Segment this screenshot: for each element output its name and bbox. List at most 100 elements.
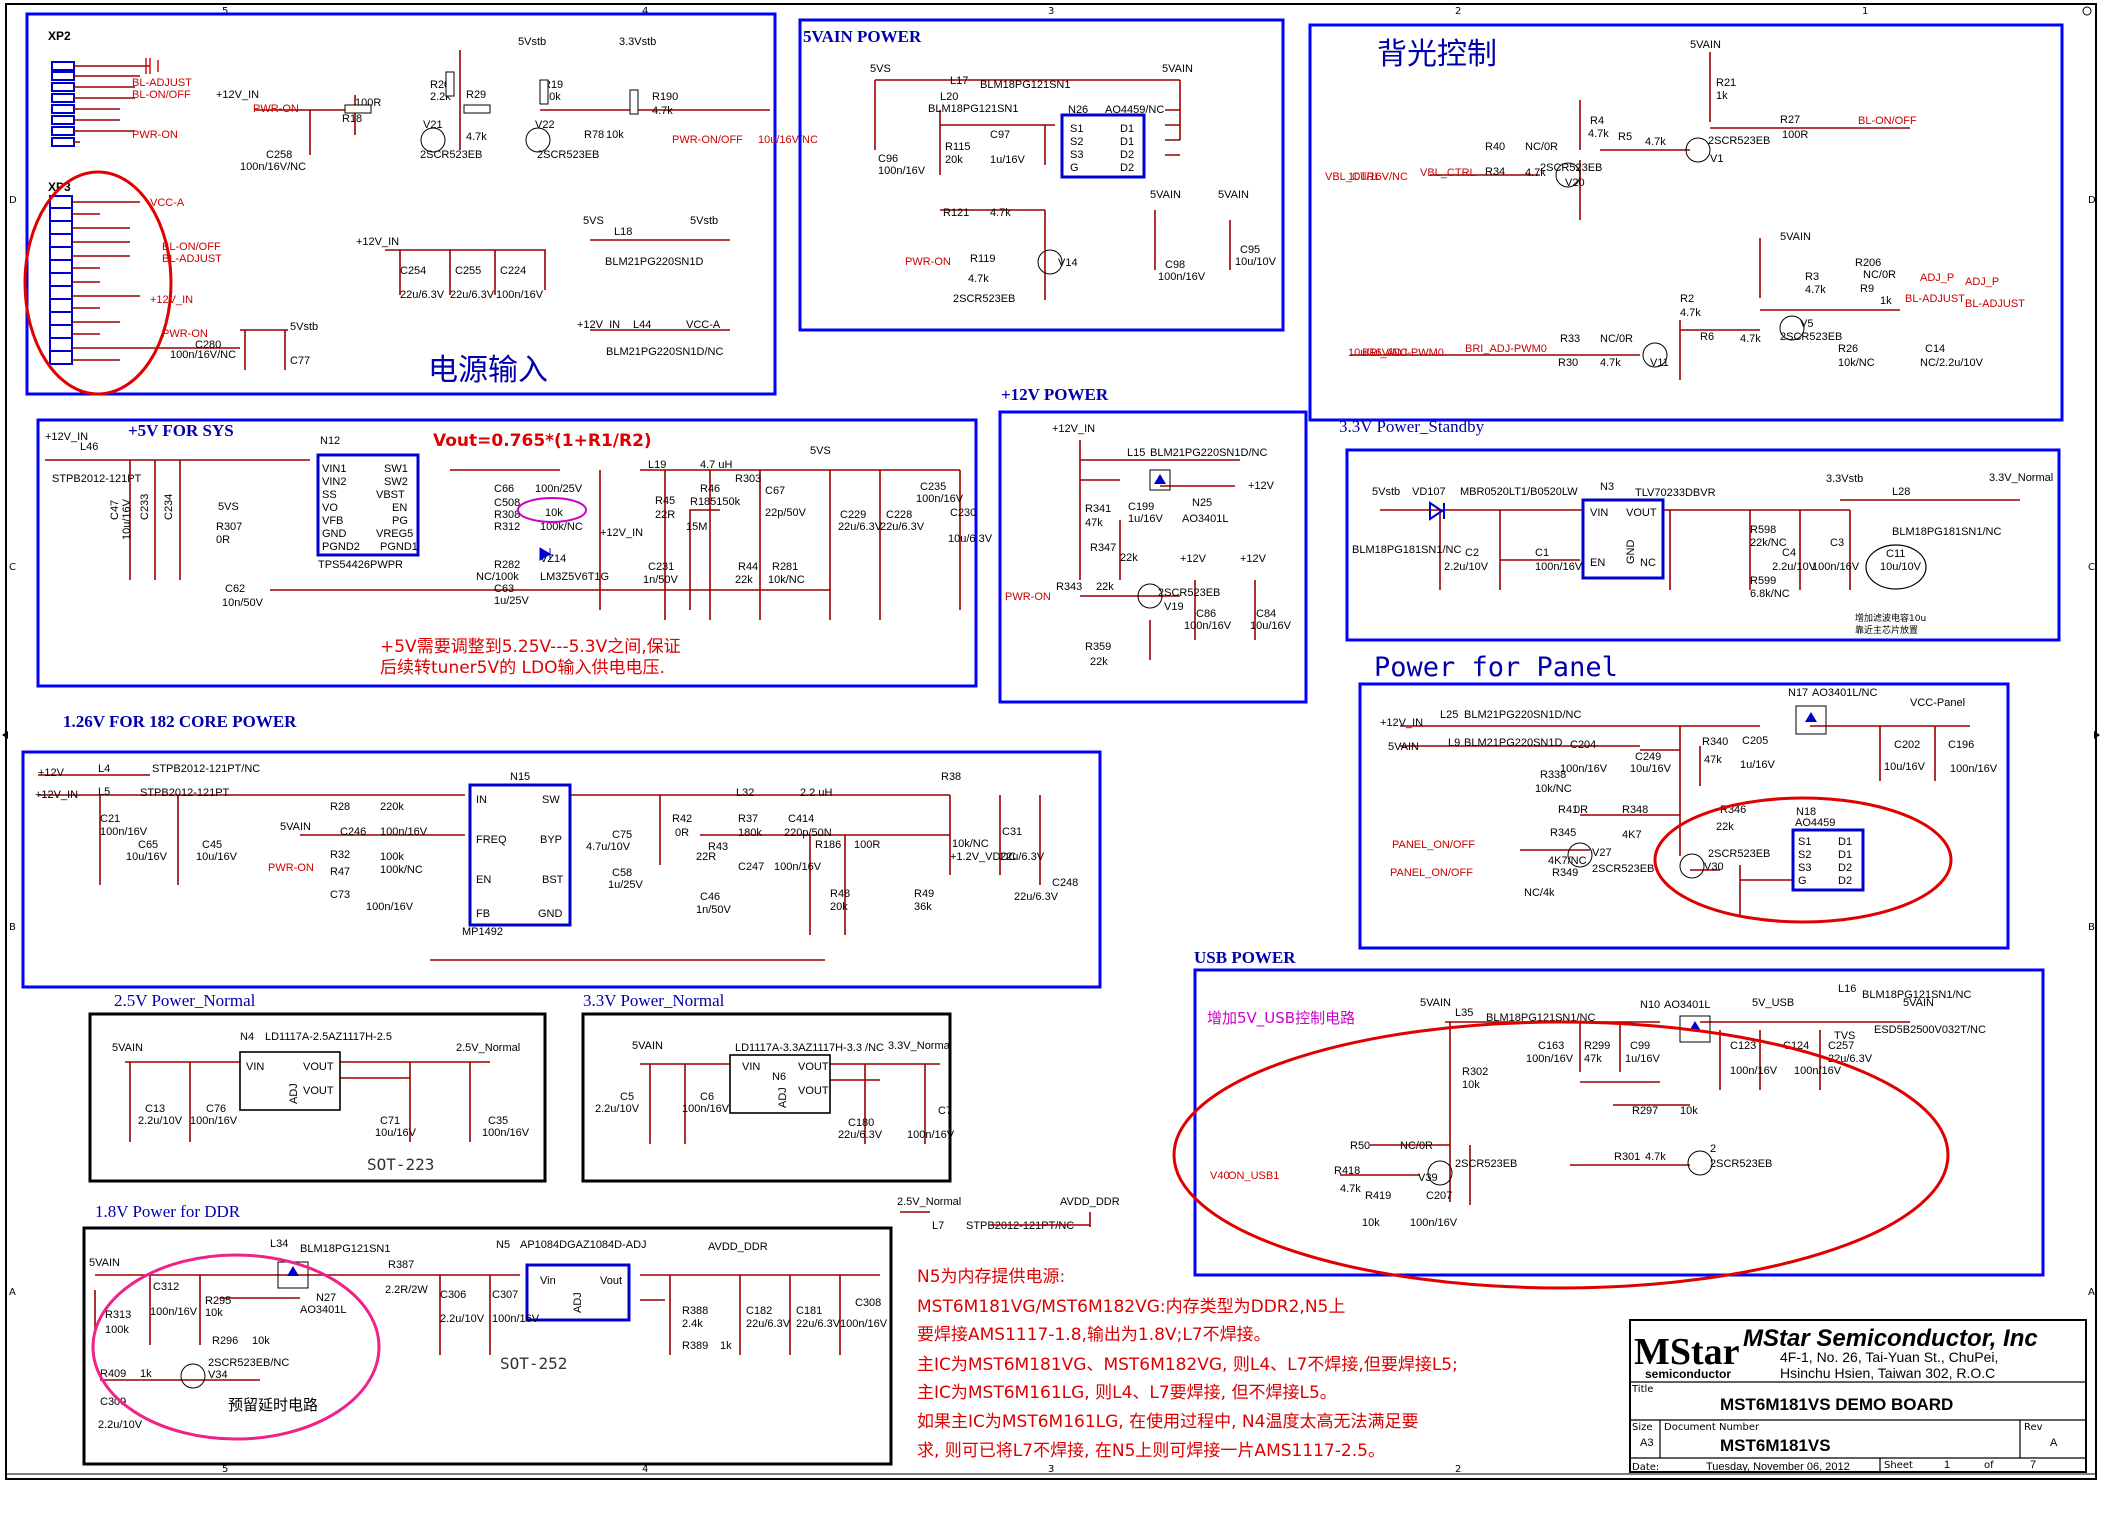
xp3-connector[interactable] — [49, 195, 73, 365]
ic-n12[interactable] — [316, 453, 420, 557]
svg-text:5V_USB: 5V_USB — [1752, 997, 1794, 1009]
svg-text:5: 5 — [222, 1464, 228, 1475]
svg-text:0R: 0R — [1574, 804, 1588, 816]
svg-text:5VS: 5VS — [870, 63, 891, 75]
svg-text:D1: D1 — [1120, 136, 1134, 148]
ic-n4[interactable] — [239, 1051, 341, 1111]
svg-text:C308: C308 — [855, 1297, 881, 1309]
svg-text:C65: C65 — [138, 839, 158, 851]
svg-text:100n/16V: 100n/16V — [907, 1129, 955, 1141]
svg-text:主IC为MST6M161LG, 则L4、L7要焊接, 但不焊: 主IC为MST6M161LG, 则L4、L7要焊接, 但不焊接L5。 — [917, 1383, 1337, 1403]
svg-text:10u/6.3V: 10u/6.3V — [948, 533, 993, 545]
svg-text:R296: R296 — [212, 1335, 238, 1347]
svg-text:C123: C123 — [1730, 1040, 1756, 1052]
ic-n18[interactable] — [1791, 828, 1865, 892]
svg-text:R409: R409 — [100, 1368, 126, 1380]
svg-text:2SCR523EB: 2SCR523EB — [1540, 162, 1602, 174]
svg-text:VCC-A: VCC-A — [150, 197, 185, 209]
ddr-delay-note: 预留延时电路 — [228, 1396, 318, 1414]
svg-text:N3: N3 — [1600, 481, 1614, 493]
svg-text:5VAIN: 5VAIN — [89, 1257, 120, 1269]
svg-text:D: D — [9, 195, 17, 206]
svg-text:R190: R190 — [652, 91, 678, 103]
svg-text:1u/25V: 1u/25V — [494, 595, 530, 607]
svg-text:10k/NC: 10k/NC — [768, 574, 805, 586]
svg-text:V40: V40 — [1210, 1170, 1230, 1182]
svg-text:semiconductor: semiconductor — [1645, 1367, 1731, 1381]
section-title-backlight: 背光控制 — [1377, 37, 1497, 72]
svg-text:STPB2012-121PT: STPB2012-121PT — [52, 473, 142, 485]
svg-text:+12V_IN: +12V_IN — [356, 236, 399, 248]
sys-note-line2: 后续转tuner5V的 LDO输入供电电压. — [380, 658, 665, 678]
svg-text:N27: N27 — [316, 1292, 336, 1304]
svg-text:C21: C21 — [100, 813, 120, 825]
company-name: MStar Semiconductor, Inc — [1743, 1325, 2038, 1352]
ic-n5[interactable] — [525, 1263, 631, 1322]
svg-text:求, 则可已将L7不焊接, 在N5上则可焊接一片AMS111: 求, 则可已将L7不焊接, 在N5上则可焊接一片AMS1117-2.5。 — [917, 1441, 1385, 1461]
svg-text:IN: IN — [476, 794, 487, 806]
xp2-connector[interactable] — [51, 61, 75, 147]
svg-text:G: G — [1070, 162, 1079, 174]
svg-text:Title: Title — [1631, 1384, 1653, 1395]
svg-text:22R: 22R — [655, 509, 675, 521]
svg-text:2: 2 — [1710, 1143, 1716, 1155]
svg-text:VCC-Panel: VCC-Panel — [1910, 697, 1965, 709]
svg-text:BLM18PG181SN1/NC: BLM18PG181SN1/NC — [1352, 544, 1461, 556]
svg-text:R121: R121 — [943, 207, 969, 219]
svg-text:主IC为MST6M181VG、MST6M182VG, 则L4: 主IC为MST6M181VG、MST6M182VG, 则L4、L7不焊接,但要焊… — [917, 1355, 1458, 1375]
svg-text:V27: V27 — [1592, 847, 1612, 859]
svg-text:22k: 22k — [1716, 821, 1734, 833]
svg-text:C180: C180 — [848, 1117, 874, 1129]
svg-text:2SCR523EB: 2SCR523EB — [537, 149, 599, 161]
svg-text:Vin: Vin — [540, 1275, 556, 1287]
svg-text:R419: R419 — [1365, 1190, 1391, 1202]
svg-text:2SCR523EB: 2SCR523EB — [953, 293, 1015, 305]
svg-text:100n/16V: 100n/16V — [682, 1103, 730, 1115]
svg-text:N25: N25 — [1192, 497, 1212, 509]
svg-text:2SCR523EB/NC: 2SCR523EB/NC — [208, 1357, 289, 1369]
svg-text:C: C — [9, 562, 16, 573]
svg-text:R359: R359 — [1085, 641, 1111, 653]
ic-n15[interactable] — [468, 783, 572, 927]
svg-text:5VAIN: 5VAIN — [280, 821, 311, 833]
svg-text:BL-ADJUST: BL-ADJUST — [1965, 298, 2025, 310]
svg-text:5VAIN: 5VAIN — [1780, 231, 1811, 243]
highlight-c11 — [1865, 544, 1927, 590]
svg-text:L19: L19 — [648, 459, 666, 471]
svg-text:+12V_IN: +12V_IN — [600, 527, 643, 539]
svg-text:100n/16V: 100n/16V — [1794, 1065, 1842, 1077]
svg-text:N17: N17 — [1788, 687, 1808, 699]
ic-n3[interactable] — [1581, 498, 1665, 580]
svg-text:C58: C58 — [612, 867, 632, 879]
svg-text:C47: C47 — [109, 500, 121, 520]
svg-text:C84: C84 — [1256, 608, 1276, 620]
svg-text:C46: C46 — [700, 891, 720, 903]
svg-text:PG: PG — [392, 515, 408, 527]
svg-text:D1: D1 — [1838, 836, 1852, 848]
svg-text:100n/16V: 100n/16V — [1535, 561, 1583, 573]
svg-text:R42: R42 — [672, 813, 692, 825]
svg-text:R26: R26 — [1838, 343, 1858, 355]
svg-text:5Vstb: 5Vstb — [690, 215, 718, 227]
svg-text:10u/16V/NC: 10u/16V/NC — [758, 134, 818, 146]
highlight-ddr-delay — [91, 1253, 381, 1441]
svg-text:L15: L15 — [1127, 447, 1145, 459]
svg-text:R43: R43 — [708, 841, 728, 853]
section-title-25v: 2.5V Power_Normal — [114, 991, 256, 1010]
svg-text:+12V: +12V — [1248, 480, 1275, 492]
svg-text:2SCR523EB: 2SCR523EB — [1708, 135, 1770, 147]
svg-text:5VS: 5VS — [810, 445, 831, 457]
ic-n6[interactable] — [729, 1054, 831, 1114]
svg-text:10u/16V/NC: 10u/16V/NC — [1348, 171, 1408, 183]
svg-text:PGND1: PGND1 — [380, 541, 418, 553]
svg-text:22u/6.3V: 22u/6.3V — [1000, 851, 1045, 863]
highlight-n18 — [1653, 796, 1953, 924]
svg-text:10k/NC: 10k/NC — [952, 838, 989, 850]
svg-text:2SCR523EB: 2SCR523EB — [420, 149, 482, 161]
ic-n26[interactable] — [1060, 113, 1146, 179]
svg-text:R349: R349 — [1552, 867, 1578, 879]
svg-text:BRI_ADJ-PWM0: BRI_ADJ-PWM0 — [1465, 343, 1547, 355]
svg-text:C77: C77 — [290, 355, 310, 367]
svg-text:R299: R299 — [1584, 1040, 1610, 1052]
svg-text:5VAIN: 5VAIN — [1218, 189, 1249, 201]
